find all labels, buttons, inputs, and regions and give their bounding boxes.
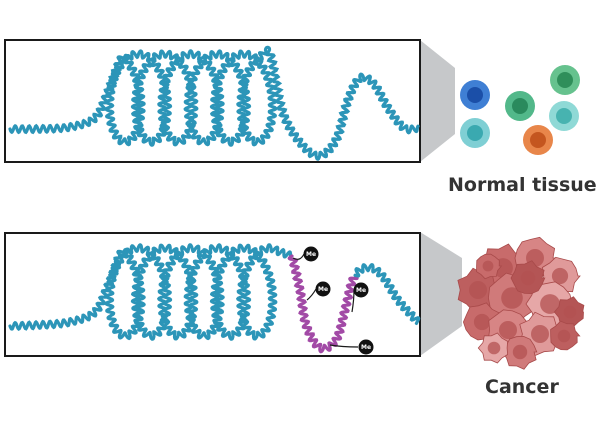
methyl-tag: Me	[329, 339, 374, 355]
zoom-connector-cancer	[420, 232, 462, 356]
normal-tissue-label: Normal tissue	[448, 174, 597, 196]
methyl-label: Me	[306, 251, 316, 258]
methyl-tag: Me	[306, 281, 331, 301]
chromatin-strand-normal	[8, 45, 420, 161]
chromatin-strand-tail	[353, 263, 421, 325]
methyl-label: Me	[318, 286, 328, 293]
normal-tissue-cells	[460, 65, 580, 155]
normal-cell	[550, 65, 580, 95]
cancer-cell	[502, 335, 538, 370]
normal-cell	[505, 91, 535, 121]
zoom-connector-normal	[420, 40, 455, 162]
cancer-cell	[476, 253, 503, 280]
cancer-label: Cancer	[485, 376, 559, 398]
normal-cell	[523, 125, 553, 155]
cancer-cell	[510, 260, 546, 295]
normal-cell	[460, 118, 490, 148]
methyl-tag: Me	[351, 282, 369, 313]
normal-cell	[549, 101, 579, 131]
methylated-region	[287, 254, 359, 354]
normal-cell	[460, 80, 490, 110]
methyl-label: Me	[361, 344, 371, 351]
chromatin-strand-cancer	[8, 243, 293, 341]
methyl-label: Me	[356, 287, 366, 294]
methyl-tag: Me	[292, 246, 319, 262]
cancer-cell	[553, 296, 585, 328]
cancer-cell	[477, 332, 509, 364]
cancer-cell	[550, 320, 581, 351]
cancer-cell-cluster	[457, 236, 585, 370]
